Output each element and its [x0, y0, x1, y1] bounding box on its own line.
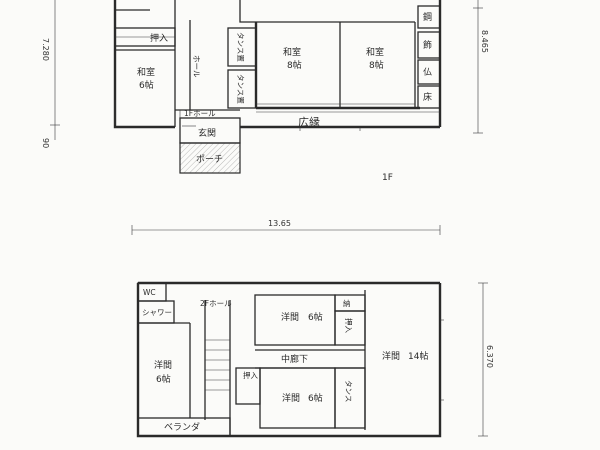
label-veranda: ベランダ [164, 421, 200, 433]
label-porch: ポーチ [196, 154, 223, 165]
dim-1f-left-lower: 90 [41, 138, 50, 148]
label-side-1: 飾 [423, 39, 432, 51]
dim-width: 13.65 [268, 219, 291, 228]
label-youshitsu-big-size: 14帖 [408, 350, 428, 362]
floor-2-plan [136, 281, 488, 438]
label-shower: シャワー [142, 308, 172, 317]
label-washitsu-b-size: 8帖 [369, 59, 384, 71]
label-tansu: タンス [344, 380, 353, 402]
label-washitsu-a-size: 8帖 [287, 59, 302, 71]
label-hiroen: 広縁 [298, 115, 320, 129]
label-tansu-1: タンス置 [236, 32, 245, 62]
floor-1-label: 1F [382, 173, 393, 183]
label-entrance-hall: 1Fホール [184, 109, 216, 118]
label-youshitsu-big: 洋間 [382, 350, 400, 362]
label-2f-hall: 2Fホール [200, 299, 232, 308]
label-youshitsu-left-size: 6帖 [156, 373, 171, 385]
label-washitsu-small-size: 6帖 [139, 79, 154, 91]
label-youshitsu-a: 洋間 [281, 311, 299, 323]
label-genkan: 玄関 [198, 127, 216, 139]
floor-1-plan [50, 0, 483, 174]
label-corridor: 中廊下 [281, 353, 308, 365]
label-oshiire-a: 押入 [344, 318, 354, 333]
dim-2f-depth: 6.370 [485, 345, 494, 368]
label-washitsu-small: 和室 [137, 66, 155, 78]
label-tansu-2: タンス置 [236, 74, 245, 104]
floor-2-labels: WC シャワー 2Fホール 洋間 6帖 洋間 6帖 納 押入 中廊下 洋間 14… [142, 288, 494, 433]
label-washitsu-a: 和室 [283, 46, 301, 58]
label-oshiire: 押入 [150, 32, 168, 44]
label-youshitsu-b-size: 6帖 [308, 392, 323, 404]
label-side-2: 仏 [423, 67, 432, 78]
label-side-top: 鋼 [423, 11, 432, 23]
label-oshiire-b: 押入 [243, 370, 258, 380]
label-youshitsu-left: 洋間 [154, 359, 172, 371]
label-storage: 納 [343, 298, 351, 308]
label-youshitsu-b: 洋間 [282, 392, 300, 404]
label-side-3: 床 [423, 91, 432, 103]
label-youshitsu-a-size: 6帖 [308, 311, 323, 323]
label-wc: WC [143, 288, 156, 297]
width-dimension: 13.65 [131, 219, 441, 235]
dim-1f-left-upper: 7.280 [41, 38, 50, 61]
dim-1f-depth: 8.465 [480, 30, 489, 53]
floor-1-labels: 押入 和室 6帖 ホール タンス置 タンス置 和室 8帖 和室 8帖 広縁 1F… [41, 11, 489, 183]
label-hall: ホール [192, 55, 201, 78]
label-washitsu-b: 和室 [366, 46, 384, 58]
